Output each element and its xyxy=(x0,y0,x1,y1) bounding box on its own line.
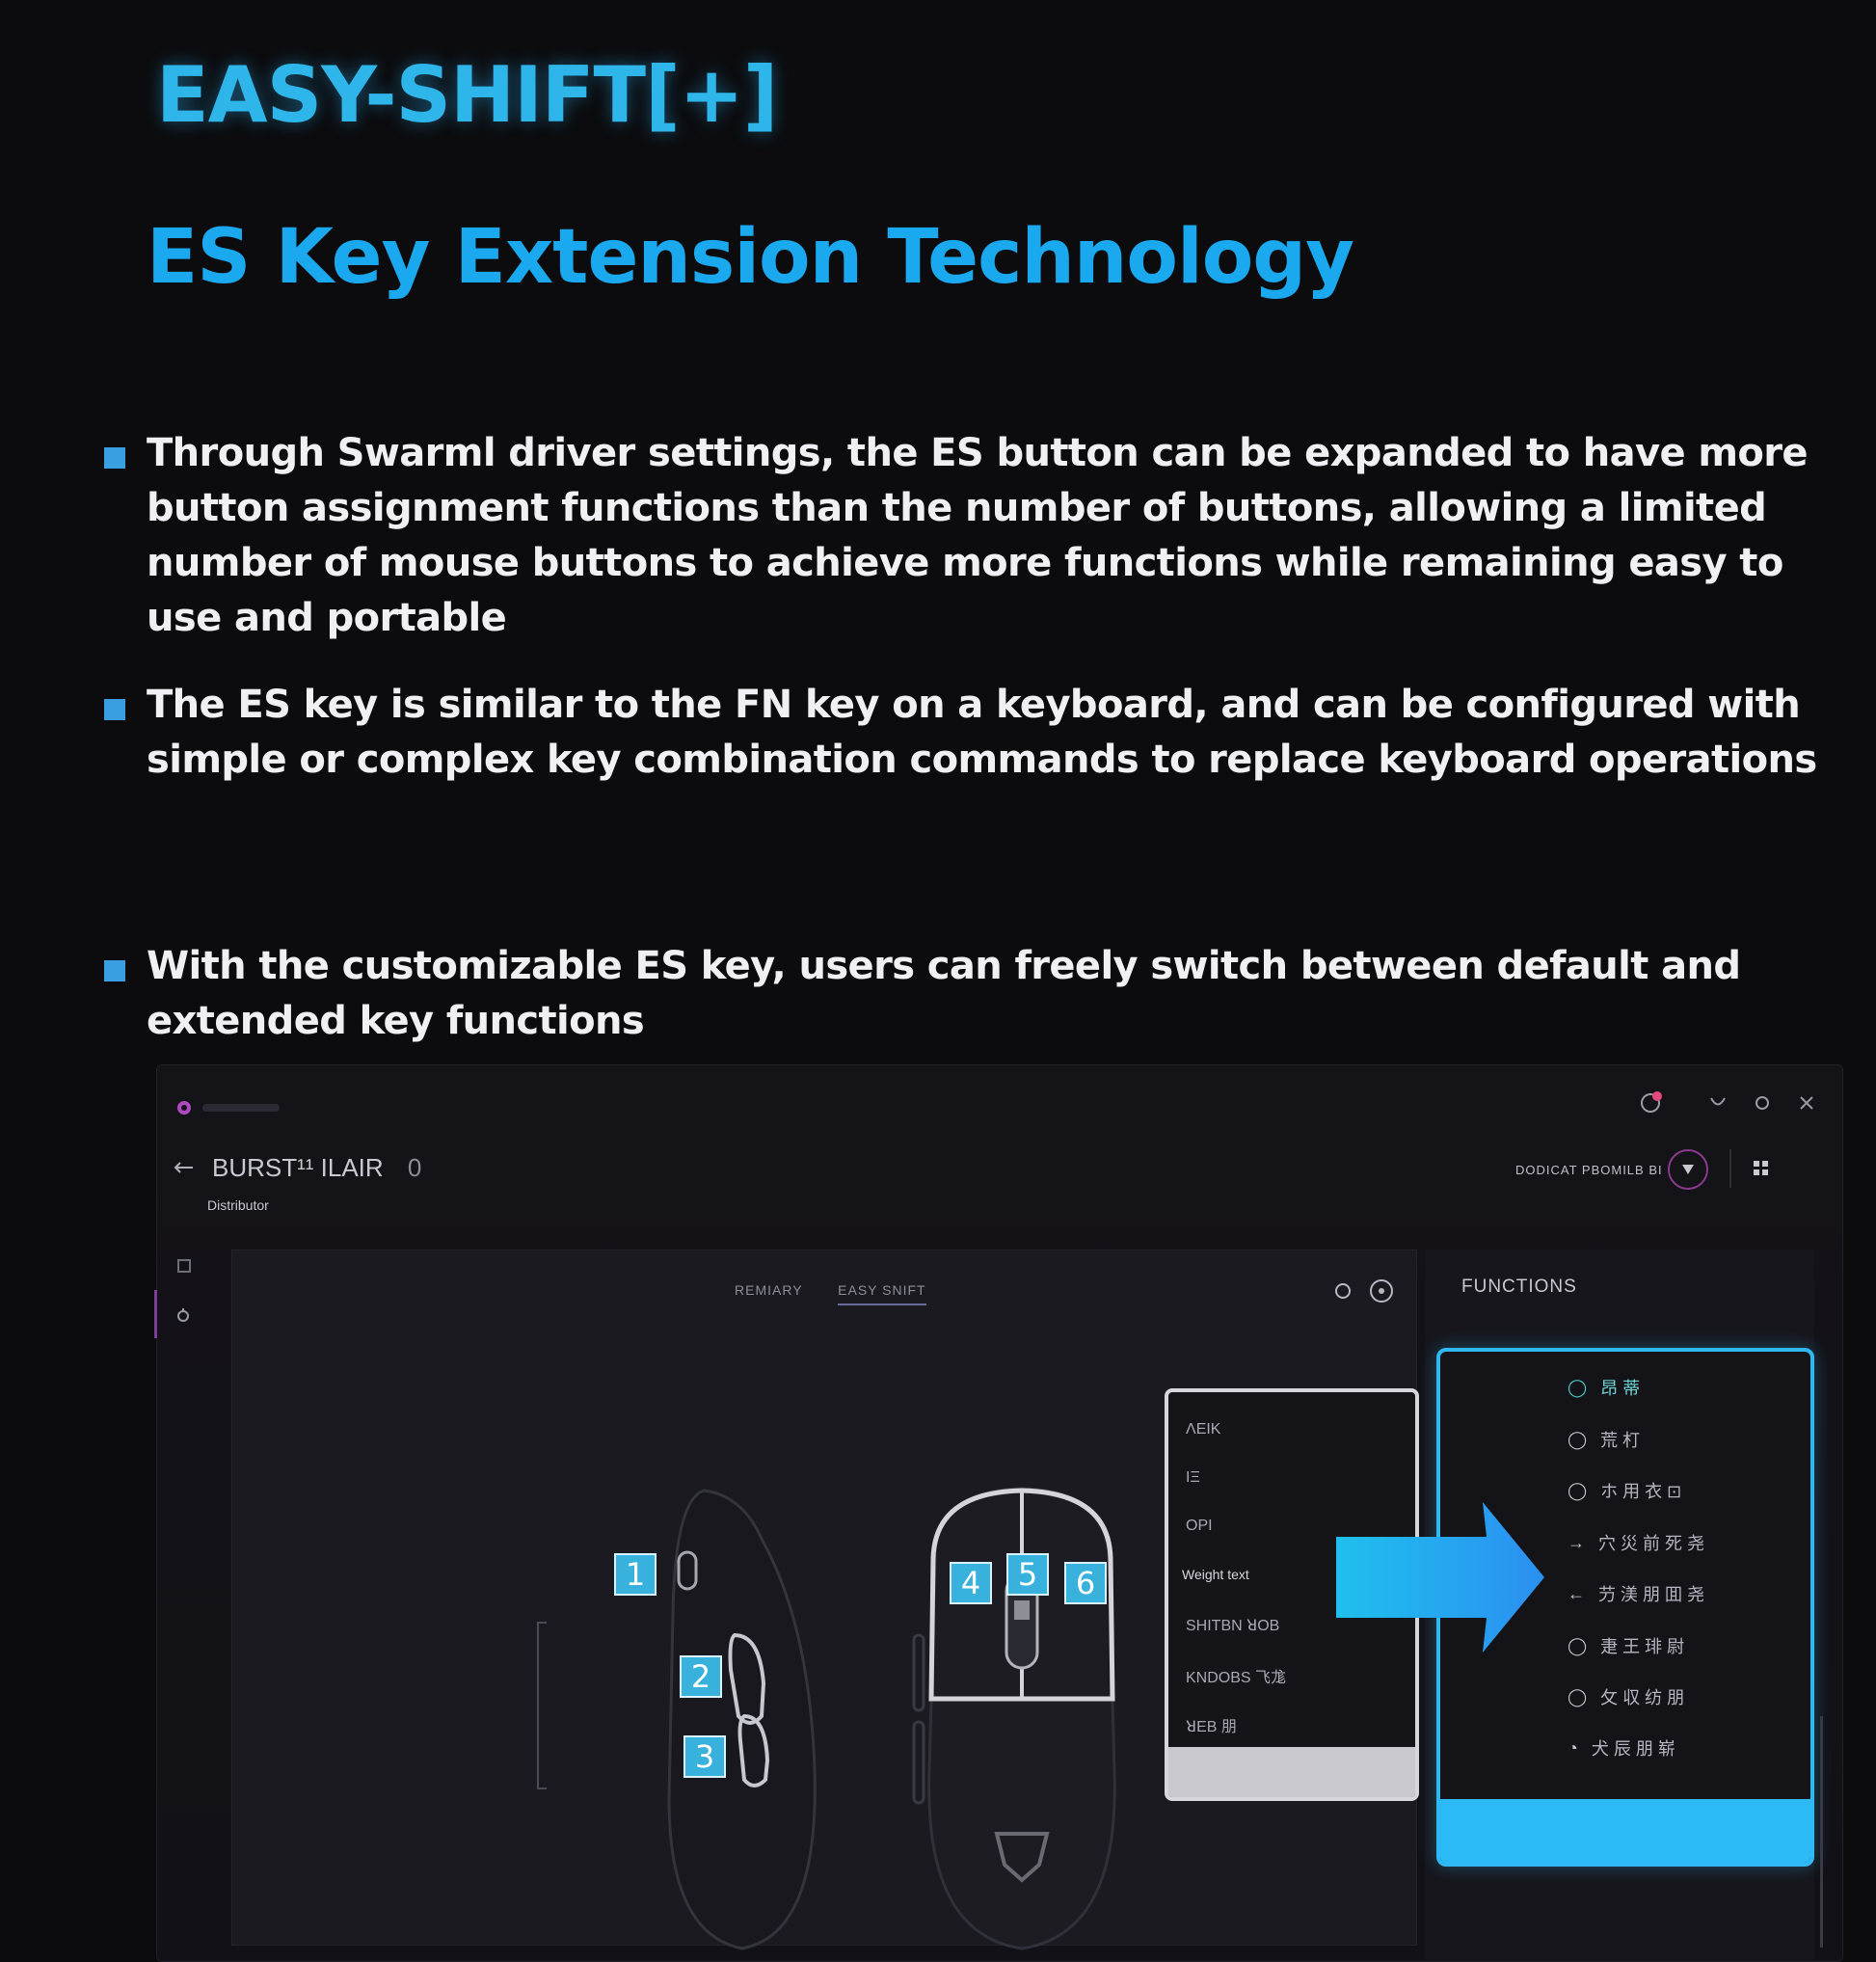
function-item[interactable]: → 穴 災 前 死 尧 xyxy=(1568,1530,1704,1555)
function-item[interactable]: ◯ ホ 用 衣 ⊡ xyxy=(1568,1478,1681,1503)
header-divider xyxy=(1729,1149,1731,1188)
function-item[interactable]: ◯ 疌 王 琲 尉 xyxy=(1568,1633,1684,1658)
menu-item[interactable]: KNDOBS 飞尨 xyxy=(1186,1670,1287,1686)
device-subtitle: Distributor xyxy=(207,1197,269,1213)
settings-icon[interactable] xyxy=(1369,1278,1394,1304)
menu-item[interactable]: SHITBN ꓤOB xyxy=(1186,1618,1280,1634)
rail-active-indicator xyxy=(154,1290,157,1338)
mode-tabs: REMIARY EASY SNIFT xyxy=(735,1282,926,1305)
function-item[interactable]: ◯ 攵 収 纺 朋 xyxy=(1568,1684,1684,1709)
notification-icon[interactable] xyxy=(1639,1089,1664,1115)
bullet-text: Through Swarml driver settings, the ES b… xyxy=(147,431,1809,640)
arrow-right-icon: → xyxy=(1568,1532,1585,1552)
page-title: ES Key Extension Technology xyxy=(147,214,1354,301)
profile-dropdown-button[interactable] xyxy=(1668,1149,1708,1190)
functions-title: FUNCTIONS xyxy=(1461,1277,1577,1297)
mouse-icon: ◯ xyxy=(1568,1377,1588,1397)
app-logo-icon xyxy=(177,1101,191,1115)
bullet-text: The ES key is similar to the FN key on a… xyxy=(147,683,1817,782)
function-label: 芀 渼 朋 囬 尧 xyxy=(1598,1585,1705,1604)
rail-settings-icon[interactable] xyxy=(177,1259,191,1273)
scroll-icon: ◯ xyxy=(1568,1480,1588,1500)
chevron-down-icon xyxy=(1682,1165,1694,1174)
function-label: 攵 収 纺 朋 xyxy=(1600,1688,1685,1707)
menu-item[interactable]: ꓤEB 朋 xyxy=(1186,1719,1237,1735)
bullet-2: The ES key is similar to the FN key on a… xyxy=(104,678,1839,788)
close-icon[interactable] xyxy=(1797,1093,1816,1113)
rail-refresh-icon[interactable] xyxy=(175,1307,191,1323)
function-item[interactable]: ← 芀 渼 朋 囬 尧 xyxy=(1568,1581,1704,1606)
functions-scrollbar[interactable] xyxy=(1820,1716,1823,1948)
profile-label: DODICAT PBOMILB BI xyxy=(1515,1163,1663,1177)
arrow-left-icon: ← xyxy=(1568,1583,1585,1603)
button-badge-6[interactable]: 6 xyxy=(1064,1562,1107,1604)
button-badge-1[interactable]: 1 xyxy=(614,1553,657,1596)
maximize-icon[interactable] xyxy=(1753,1093,1772,1113)
function-label: 荒 朾 xyxy=(1600,1431,1641,1450)
bullet-3: With the customizable ES key, users can … xyxy=(104,939,1839,1049)
mouse-top-view xyxy=(912,1487,1116,1950)
device-suffix: 0 xyxy=(407,1153,422,1182)
mouse-icon: ◯ xyxy=(1568,1635,1588,1655)
minimize-icon[interactable] xyxy=(1708,1093,1728,1113)
function-item[interactable]: ◯ 荒 朾 xyxy=(1568,1427,1640,1452)
menu-item[interactable]: ΙΞ xyxy=(1186,1469,1200,1486)
app-title-placeholder xyxy=(202,1104,280,1112)
function-label: 昂 蒂 xyxy=(1600,1379,1641,1398)
button-badge-3[interactable]: 3 xyxy=(683,1735,726,1778)
function-label: ホ 用 衣 ⊡ xyxy=(1600,1482,1682,1501)
bullet-text: With the customizable ES key, users can … xyxy=(147,944,1741,1043)
function-label: 穴 災 前 死 尧 xyxy=(1598,1534,1705,1553)
functions-footer xyxy=(1440,1799,1810,1863)
tab-primary[interactable]: REMIARY xyxy=(735,1282,803,1298)
menu-footer xyxy=(1168,1747,1415,1797)
brand-logo: EASY-SHIFT[+] xyxy=(156,50,778,140)
grid-menu-icon[interactable] xyxy=(1753,1160,1770,1177)
selection-bracket xyxy=(537,1622,547,1789)
bullet-marker-icon xyxy=(104,699,125,720)
button-badge-4[interactable]: 4 xyxy=(950,1562,992,1604)
function-label: 犬 辰 朋 崭 xyxy=(1591,1739,1675,1759)
dial-icon: ◔ xyxy=(1568,1737,1578,1758)
back-arrow-icon[interactable] xyxy=(172,1160,195,1175)
menu-item[interactable]: ΛΕΙΚ xyxy=(1186,1421,1221,1438)
device-name: BURST¹¹ ILAIR 0 xyxy=(212,1153,421,1183)
device-name-text: BURST¹¹ ILAIR xyxy=(212,1153,384,1182)
mouse-icon: ◯ xyxy=(1568,1686,1588,1707)
function-item[interactable]: ◔ 犬 辰 朋 崭 xyxy=(1568,1735,1675,1760)
tab-easy-shift[interactable]: EASY SNIFT xyxy=(838,1282,926,1305)
function-label: 疌 王 琲 尉 xyxy=(1600,1637,1685,1656)
bullet-1: Through Swarml driver settings, the ES b… xyxy=(104,426,1839,646)
assignment-arrow-icon xyxy=(1336,1502,1544,1653)
bullet-marker-icon xyxy=(104,960,125,981)
button-badge-2[interactable]: 2 xyxy=(680,1655,722,1698)
mouse-side-view xyxy=(667,1489,817,1950)
mouse-icon: ◯ xyxy=(1568,1429,1588,1449)
menu-item[interactable]: Weight text xyxy=(1182,1567,1249,1582)
function-item[interactable]: ◯ 昂 蒂 xyxy=(1568,1375,1640,1400)
button-badge-5[interactable]: 5 xyxy=(1006,1553,1049,1596)
menu-item[interactable]: OPI xyxy=(1186,1518,1213,1534)
bullet-marker-icon xyxy=(104,447,125,469)
reset-icon[interactable] xyxy=(1334,1282,1352,1300)
